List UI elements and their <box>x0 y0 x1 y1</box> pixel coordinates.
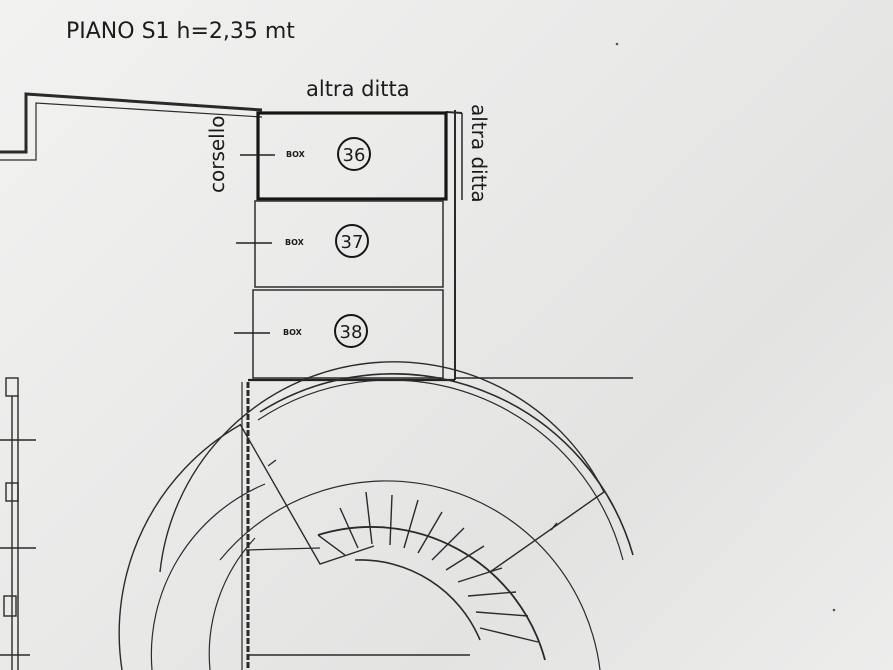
ramp-diagonals <box>239 423 605 573</box>
box-38-number-circle <box>334 314 368 348</box>
top-neighbor-label: altra ditta <box>306 77 410 101</box>
box-37: BOX 37 <box>236 200 444 288</box>
box-36-number-circle <box>337 137 371 171</box>
box-36-label: BOX <box>286 150 306 159</box>
box-36: BOX 36 <box>240 111 448 201</box>
outer-boundary <box>0 92 633 670</box>
left-wall-fragments <box>0 377 36 670</box>
box-38-label: BOX <box>283 328 303 337</box>
corridor-label: corsello <box>205 115 229 193</box>
ramp-curves <box>118 361 634 670</box>
box-37-number-circle <box>335 224 369 258</box>
right-neighbor-label: altra ditta <box>467 104 491 203</box>
spiral-staircase <box>248 491 546 661</box>
box-37-number: 37 <box>341 232 364 253</box>
box-38: BOX 38 <box>234 289 444 379</box>
box-38-number: 38 <box>340 322 363 343</box>
paper-specks <box>615 42 836 612</box>
box-37-label: BOX <box>285 238 305 247</box>
box-36-number: 36 <box>343 145 366 166</box>
plan-title: PIANO S1 h=2,35 mt <box>66 19 295 44</box>
